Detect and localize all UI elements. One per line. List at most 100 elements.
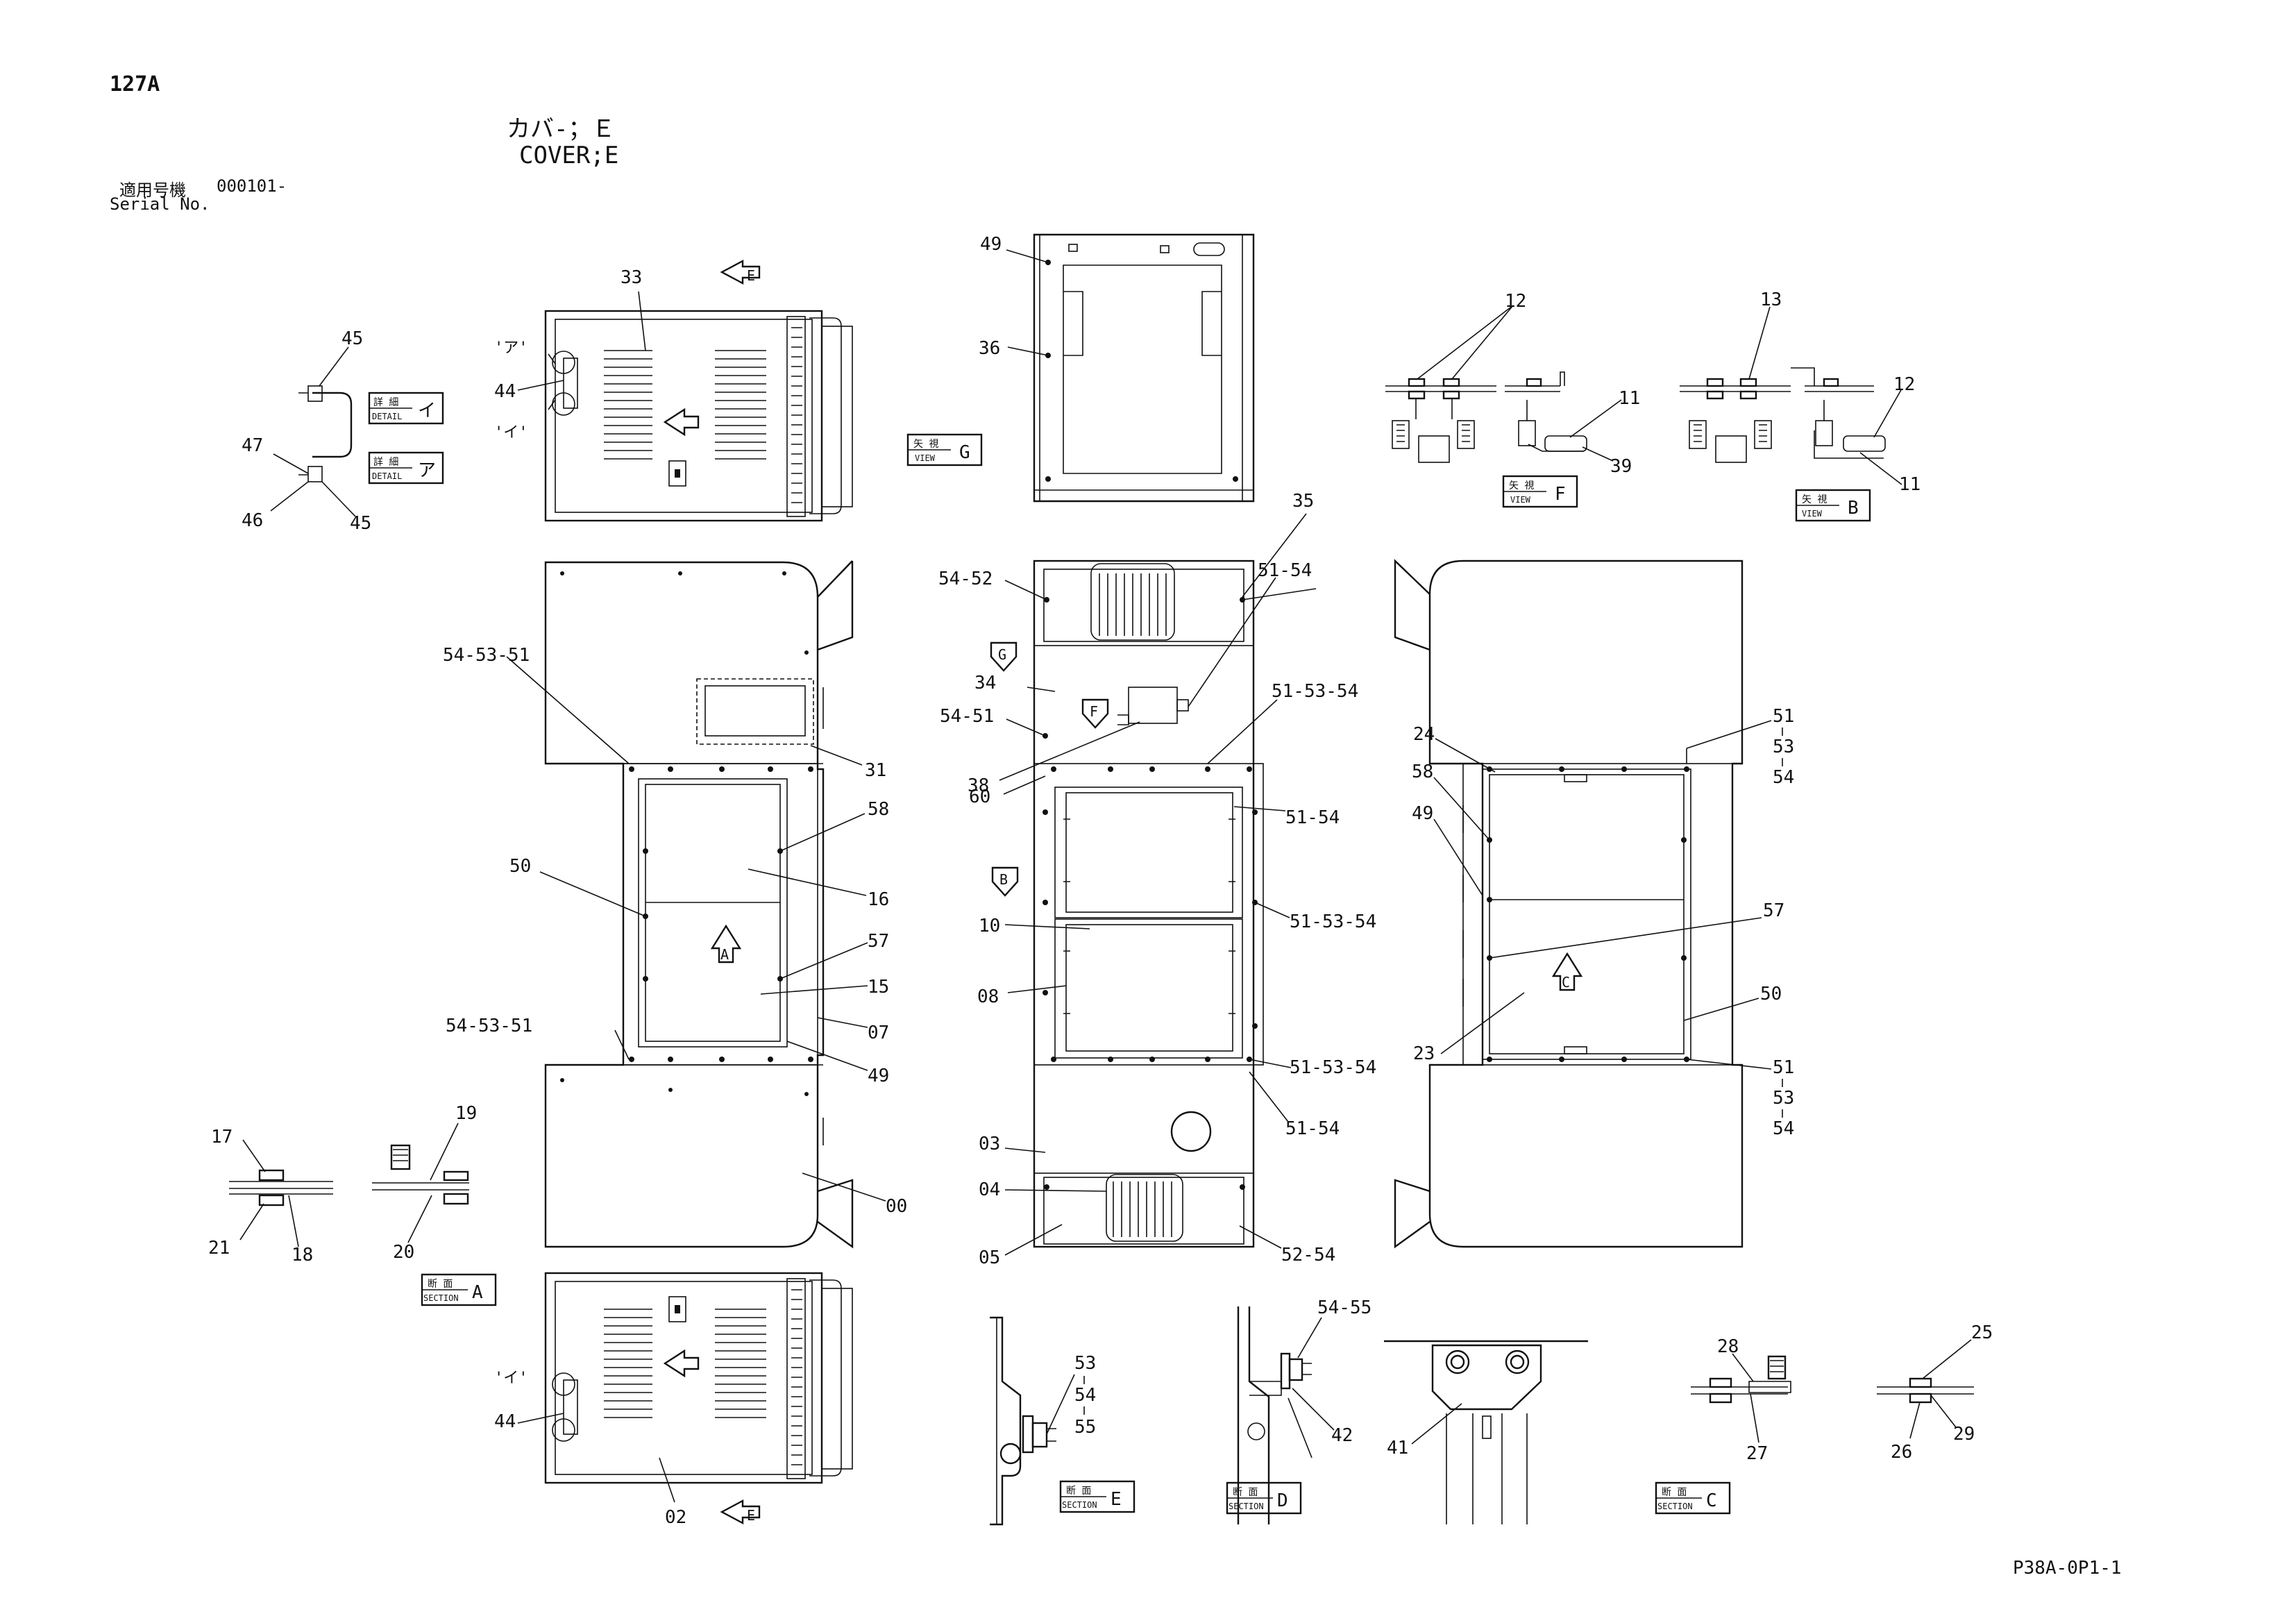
vent-slots-left [604,350,652,460]
callout-10: 10 [979,916,1000,936]
callout-57-left: 57 [868,931,889,952]
bracket-41-detail: 41 [1384,1340,1588,1524]
callout-50-right: 50 [1760,984,1782,1004]
drawing-number: P38A-0P1-1 [2013,1558,2122,1579]
section-tag-c-en: SECTION [1657,1502,1693,1511]
section-tag-e-jp: 断 面 [1066,1486,1091,1497]
detail-tag-i-letter: イ [418,401,436,421]
serial-label-japanese: 適用号機 [119,180,186,200]
cover-top-view: E 'ア' 'イ' 33 44 [494,260,853,522]
section-tag-e-letter: E [1111,1489,1122,1510]
view-tag-g-jp: 矢 視 [913,439,938,450]
callout-04: 04 [979,1179,1000,1200]
section-tag-e-en: SECTION [1062,1500,1097,1510]
direction-arrow-e-top: E [720,260,761,285]
callout-31: 31 [865,760,886,781]
serial-label-english: Serial No. [110,194,210,214]
detail-tag-a-en: DETAIL [372,471,402,481]
section-tag-d: 断 面 SECTION D [1226,1481,1302,1515]
callout-53-right-bottom: 53 [1773,1088,1794,1109]
view-tag-b-en: VIEW [1802,509,1823,519]
switch-icon [668,460,686,487]
direction-arrow-e-bottom: E [720,1499,761,1524]
callout-26: 26 [1891,1442,1912,1463]
callout-49-view-g: 49 [980,234,1002,255]
callout-28: 28 [1717,1336,1739,1357]
section-tag-c-jp: 断 面 [1662,1487,1687,1498]
detail-mark-i-top: 'イ' [494,424,528,442]
detail-tag-i: 詳 細 DETAIL イ [368,392,444,425]
callout-42: 42 [1331,1425,1353,1446]
detail-tag-a-jp: 詳 細 [373,457,398,468]
callout-03: 03 [979,1134,1000,1154]
round-port [1170,1111,1212,1152]
section-tag-a: 断 面 SECTION A [421,1273,497,1306]
view-tag-b-letter: B [1848,498,1859,519]
view-tag-b: 矢 視 VIEW B [1795,489,1871,522]
arrow-b-letter: B [999,871,1008,888]
callout-00: 00 [886,1196,907,1217]
callout-21: 21 [208,1238,230,1259]
callout-45-lower: 45 [350,513,371,534]
latch-pair-top [548,351,578,416]
section-e-detail: 53 54 55 断 面 SECTION E [990,1316,1136,1526]
callout-53-section-e: 53 [1074,1353,1096,1374]
callout-51-54-top: 51-54 [1258,560,1312,581]
detail-latch: 45 47 46 45 詳 細 DETAIL イ 詳 細 DETAIL ア [242,328,444,534]
section-tag-a-en: SECTION [423,1293,459,1303]
title-english: COVER;E [519,142,619,169]
callout-54-right-bottom: 54 [1773,1118,1794,1139]
callout-57-right: 57 [1763,900,1784,921]
callout-60: 60 [969,787,990,807]
callout-38: 38 [968,775,989,796]
callout-54-right-top: 54 [1773,767,1794,788]
detail-mark-i-bottom: 'イ' [494,1370,528,1387]
callout-33: 33 [621,267,642,288]
view-g-panel: 49 36 矢 視 VIEW G [906,233,1255,503]
callout-54-53-51-upper: 54-53-51 [443,645,530,666]
callout-47: 47 [242,435,263,456]
callout-51-53-54-bottom: 51-53-54 [1290,1057,1376,1078]
detail-tag-a-letter: ア [418,460,436,481]
detail-tag-i-jp: 詳 細 [373,397,398,408]
callout-24: 24 [1413,724,1435,745]
callout-54-52: 54-52 [938,569,993,589]
section-tag-d-en: SECTION [1229,1502,1264,1511]
callout-05: 05 [979,1247,1000,1268]
callout-17: 17 [211,1127,233,1147]
arrow-a-letter: A [720,946,729,963]
section-tag-a-jp: 断 面 [428,1279,453,1290]
callout-51-right-bottom: 51 [1773,1057,1794,1078]
side-holes [560,571,813,1096]
direction-arrow-c: C [1551,952,1583,991]
front-elevation: G F B 35 54-52 51-54 34 54-51 51-53-54 [938,491,1376,1268]
title-japanese: カバ-；Ｅ [507,115,616,143]
serial-value: 000101- [217,176,287,196]
view-tag-f-jp: 矢 視 [1509,480,1534,491]
callout-44-top: 44 [494,381,516,402]
cover-bottom-view: 'イ' 44 02 E [494,1272,853,1528]
callout-12-view-f: 12 [1505,291,1526,312]
section-tag-a-letter: A [472,1282,483,1303]
view-tag-g-letter: G [959,442,970,463]
callout-54-section-e: 54 [1074,1385,1096,1406]
callout-49-right: 49 [1412,803,1433,824]
page-code: 127A [110,72,160,96]
direction-arrow-a: A [710,924,742,964]
callout-15: 15 [868,977,889,998]
arrow-g-letter: G [998,646,1006,663]
callout-52-54: 52-54 [1281,1245,1335,1265]
section-d-detail: 54-55 42 断 面 SECTION D [1226,1297,1371,1524]
direction-arrow-f: F [1081,698,1109,729]
arrow-f-letter: F [1090,703,1098,720]
callout-11-view-b: 11 [1899,474,1921,495]
callout-07: 07 [868,1023,889,1043]
view-tag-f: 矢 視 VIEW F [1502,475,1578,508]
callout-36: 36 [979,338,1000,359]
arrow-c-letter: C [1562,974,1570,991]
callout-11-view-f: 11 [1619,388,1640,409]
section-tag-d-jp: 断 面 [1233,1487,1258,1498]
callout-18: 18 [292,1245,313,1265]
cabinet-fins-top [791,327,802,503]
